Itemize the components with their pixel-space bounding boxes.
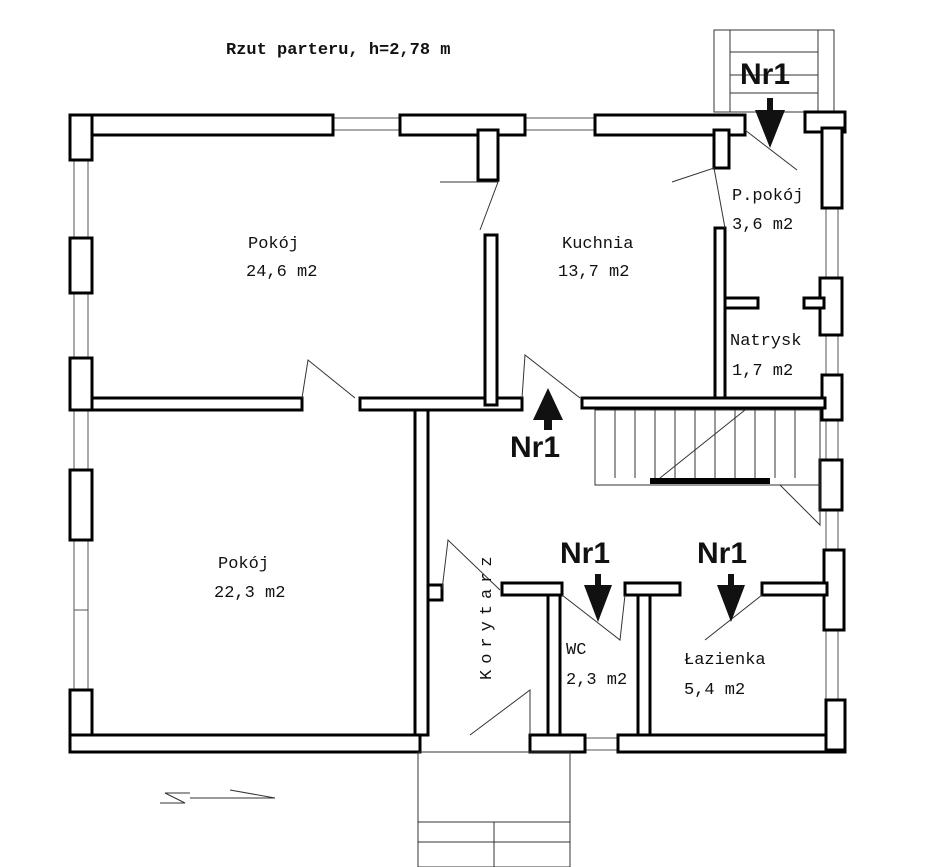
- arrow-down-icon: [584, 574, 612, 622]
- view-marker-label: Nr1: [740, 58, 790, 91]
- room-name: Pokój: [218, 555, 269, 574]
- view-marker-label: Nr1: [560, 537, 610, 570]
- room-name: Pokój: [248, 235, 299, 254]
- view-marker-label: Nr1: [510, 431, 560, 464]
- room-name: Łazienka: [684, 651, 766, 670]
- room-name: Kuchnia: [562, 235, 633, 254]
- room-name: Natrysk: [730, 332, 801, 351]
- room-name: WC: [566, 641, 586, 660]
- room-area: 1,7 m2: [732, 362, 793, 381]
- room-area: 5,4 m2: [684, 681, 745, 700]
- entrance-stairs-bottom: [417, 751, 571, 867]
- walls: [68, 110, 847, 754]
- room-area: 24,6 m2: [246, 263, 317, 282]
- door-swings: [301, 129, 821, 736]
- arrow-down-icon: [755, 98, 785, 148]
- interior-stairs: [594, 409, 821, 486]
- room-area: 22,3 m2: [214, 584, 285, 603]
- room-name: Korytarz: [478, 550, 497, 680]
- plan-title: Rzut parteru, h=2,78 m: [226, 41, 450, 60]
- room-area: 13,7 m2: [558, 263, 629, 282]
- room-name: P.pokój: [732, 187, 803, 206]
- arrow-down-icon: [717, 574, 745, 622]
- room-area: 3,6 m2: [732, 216, 793, 235]
- arrow-up-icon: [533, 388, 563, 430]
- room-area: 2,3 m2: [566, 671, 627, 690]
- view-marker-label: Nr1: [697, 537, 747, 570]
- windows: [73, 117, 839, 751]
- north-arrow-icon: [160, 789, 276, 804]
